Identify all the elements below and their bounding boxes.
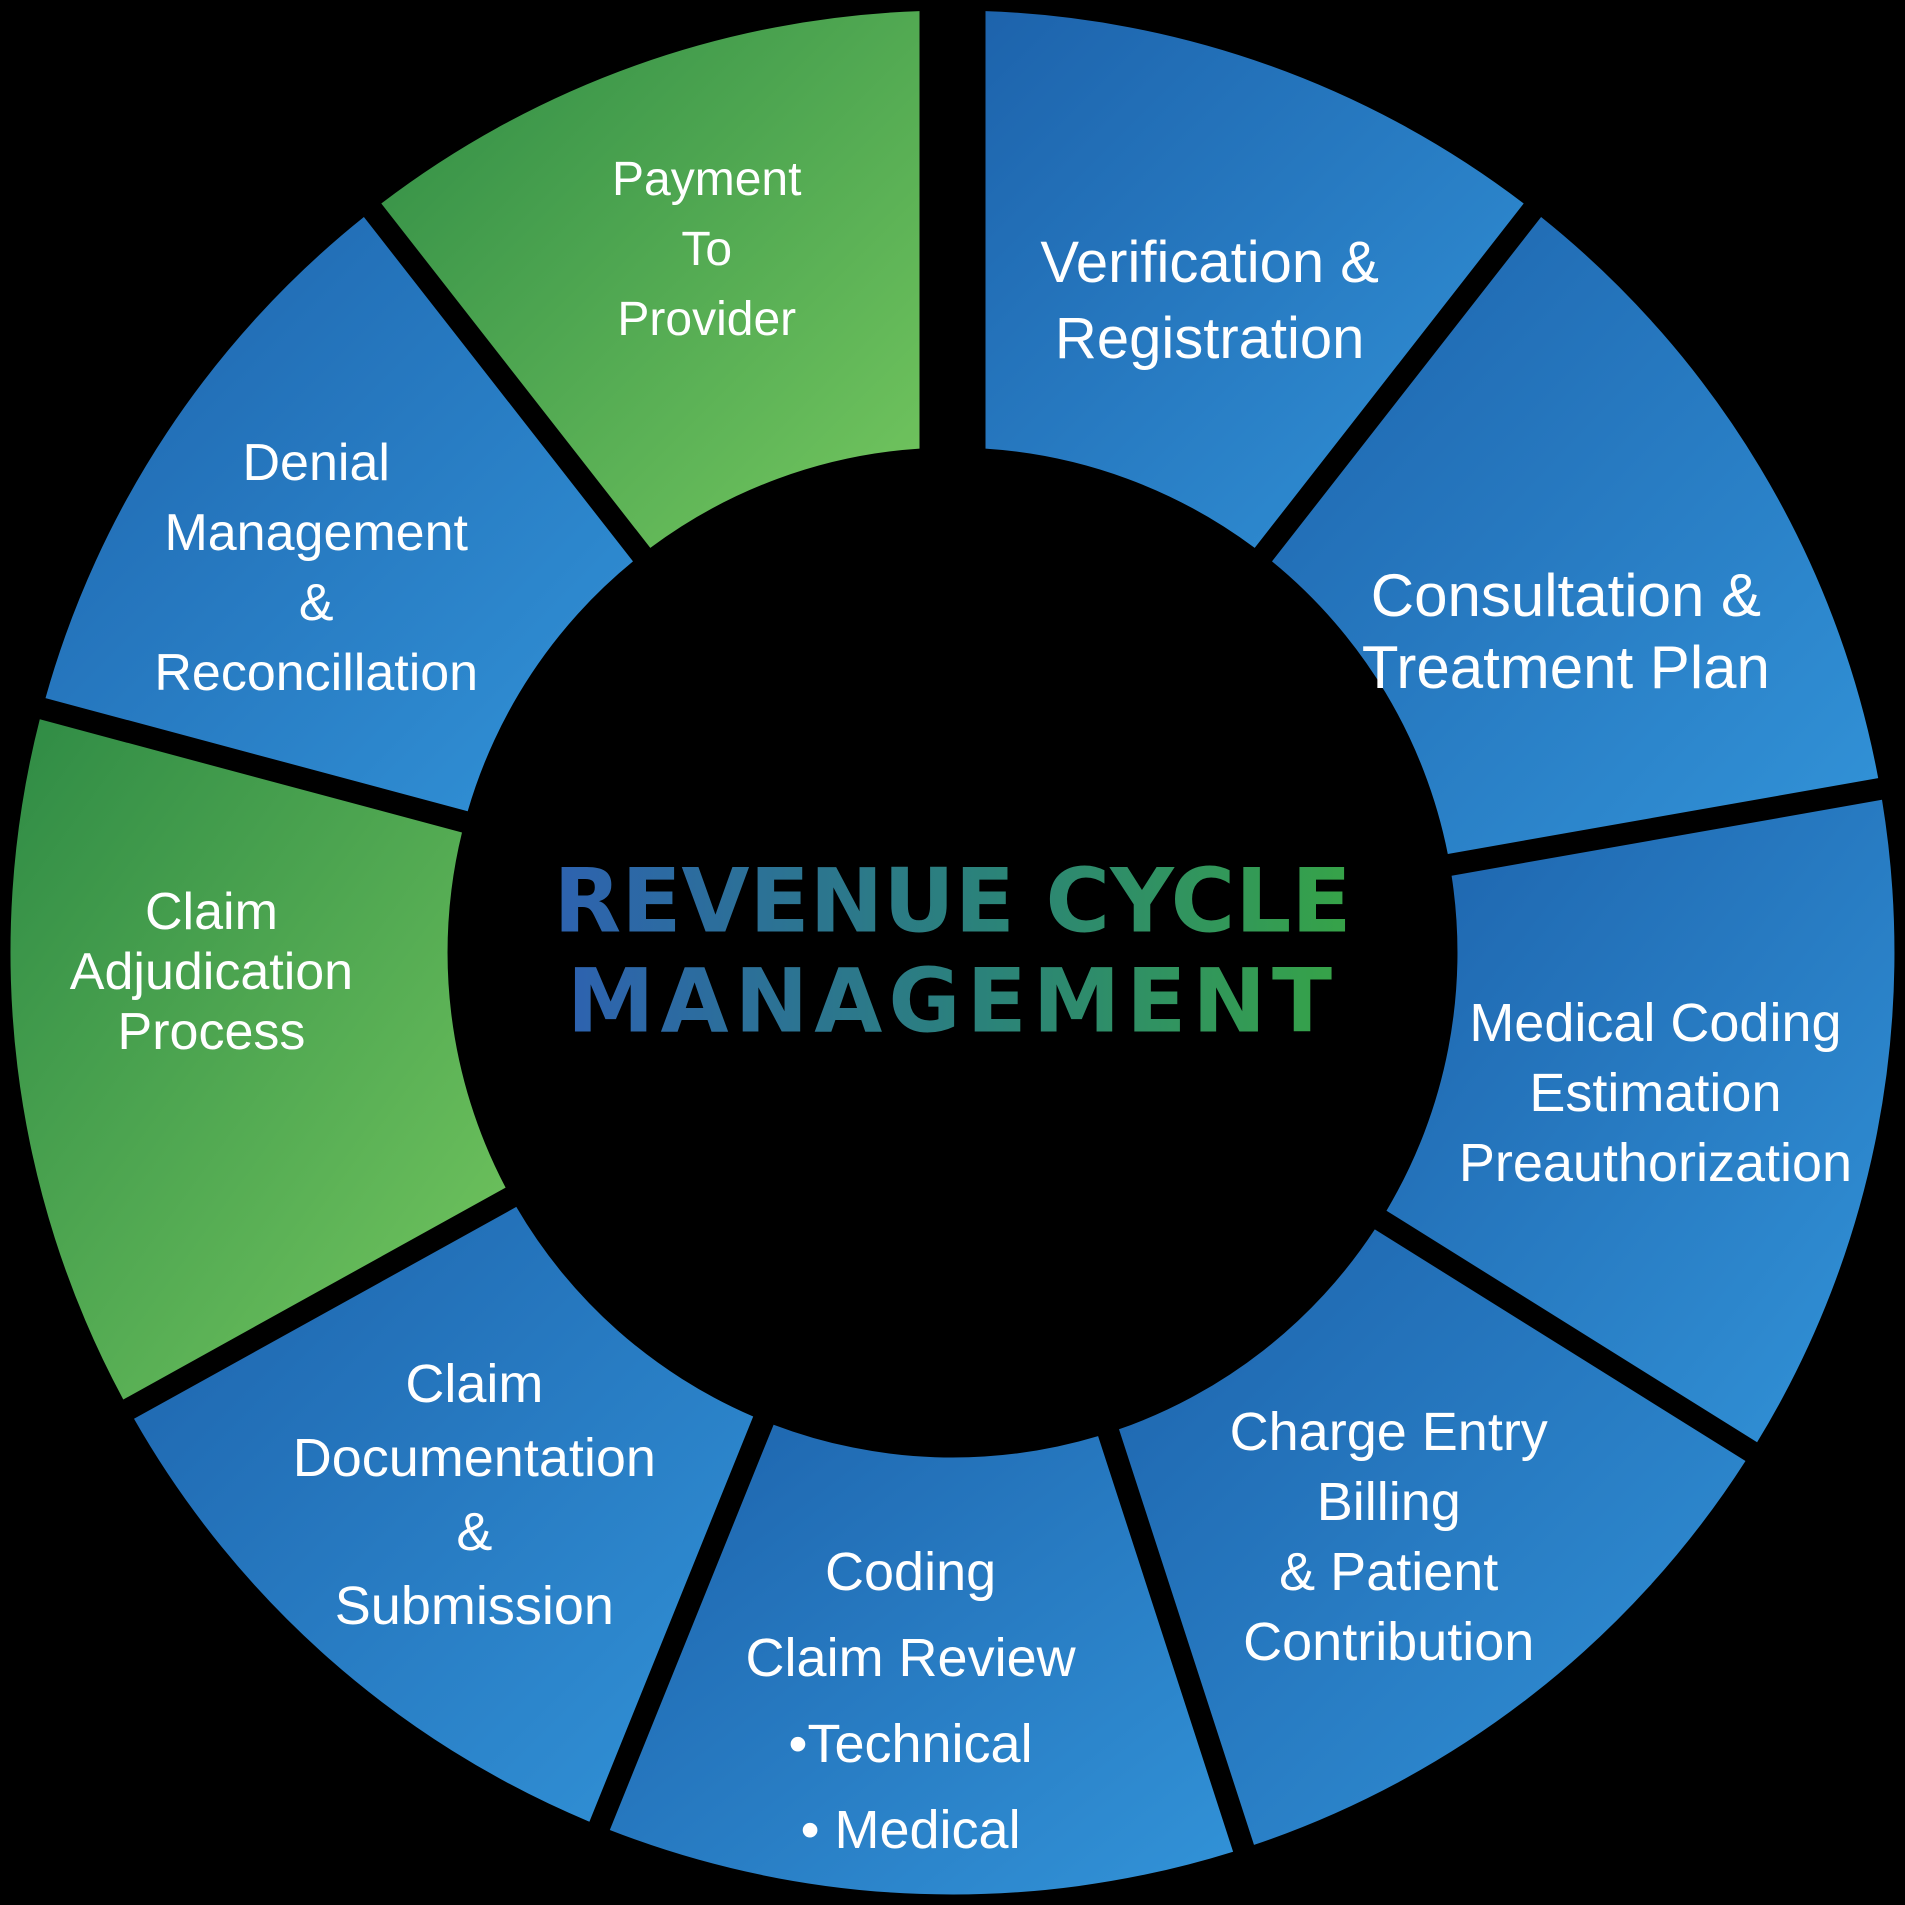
segment-label-line: & <box>456 1502 493 1563</box>
diagram-title-line2: MANAGEMENT <box>566 949 1339 1053</box>
segment-label-line: & Patient <box>1279 1542 1499 1603</box>
segment-label-line: & <box>298 573 334 632</box>
segment-label-line: Payment <box>612 152 802 206</box>
segment-label-line: Billing <box>1316 1472 1461 1533</box>
segment-label-line: •Technical <box>788 1714 1033 1775</box>
segment-label-line: Registration <box>1054 305 1365 371</box>
segment-label-line: Claim <box>405 1354 544 1415</box>
segment-label-line: Process <box>117 1002 306 1061</box>
segment-coding-claim-review <box>609 1424 1234 1895</box>
segment-label-line: Coding <box>825 1542 997 1603</box>
segment-label-line: Claim <box>145 882 278 941</box>
segment-label-line: • Medical <box>800 1800 1021 1861</box>
segment-label-line: Preauthorization <box>1458 1133 1853 1194</box>
segment-verification-registration <box>985 11 1524 548</box>
segment-denial-management-reconcillation <box>45 217 633 812</box>
segment-claim-documentation-submission <box>134 1206 754 1822</box>
segment-label-line: Submission <box>334 1576 614 1637</box>
segment-label-line: To <box>681 222 733 276</box>
segment-label-line: Management <box>164 503 468 562</box>
segment-label-line: Charge Entry <box>1229 1402 1548 1463</box>
segment-label-line: Reconcillation <box>154 643 479 702</box>
segment-label-line: Denial <box>242 433 390 492</box>
segment-label-line: Documentation <box>292 1428 656 1489</box>
segment-label-line: Claim Review <box>745 1628 1076 1689</box>
segment-label-line: Contribution <box>1243 1612 1535 1673</box>
segment-label-line: Estimation <box>1529 1063 1782 1124</box>
segment-claim-adjudication-process <box>10 719 506 1400</box>
segment-label-line: Verification & <box>1040 229 1379 295</box>
segment-label-consultation-treatment-plan: Consultation &Treatment Plan <box>1362 560 1770 704</box>
segment-charge-entry-billing-patient-contribution <box>1119 1229 1746 1845</box>
segment-consultation-treatment-plan <box>1272 217 1879 854</box>
segment-label-line: Medical Coding <box>1469 993 1842 1054</box>
segment-label-line: Provider <box>617 292 797 346</box>
diagram-title-line1: REVENUE CYCLE <box>553 849 1352 953</box>
segment-label-line: Treatment Plan <box>1361 634 1770 702</box>
segment-label-line: Consultation & <box>1370 562 1762 630</box>
segment-medical-coding-estimation-preauthorization <box>1386 799 1895 1443</box>
segment-label-line: Adjudication <box>69 942 354 1001</box>
segment-label-verification-registration: Verification & Registration <box>1040 225 1379 377</box>
segment-payment-to-provider <box>381 11 920 548</box>
